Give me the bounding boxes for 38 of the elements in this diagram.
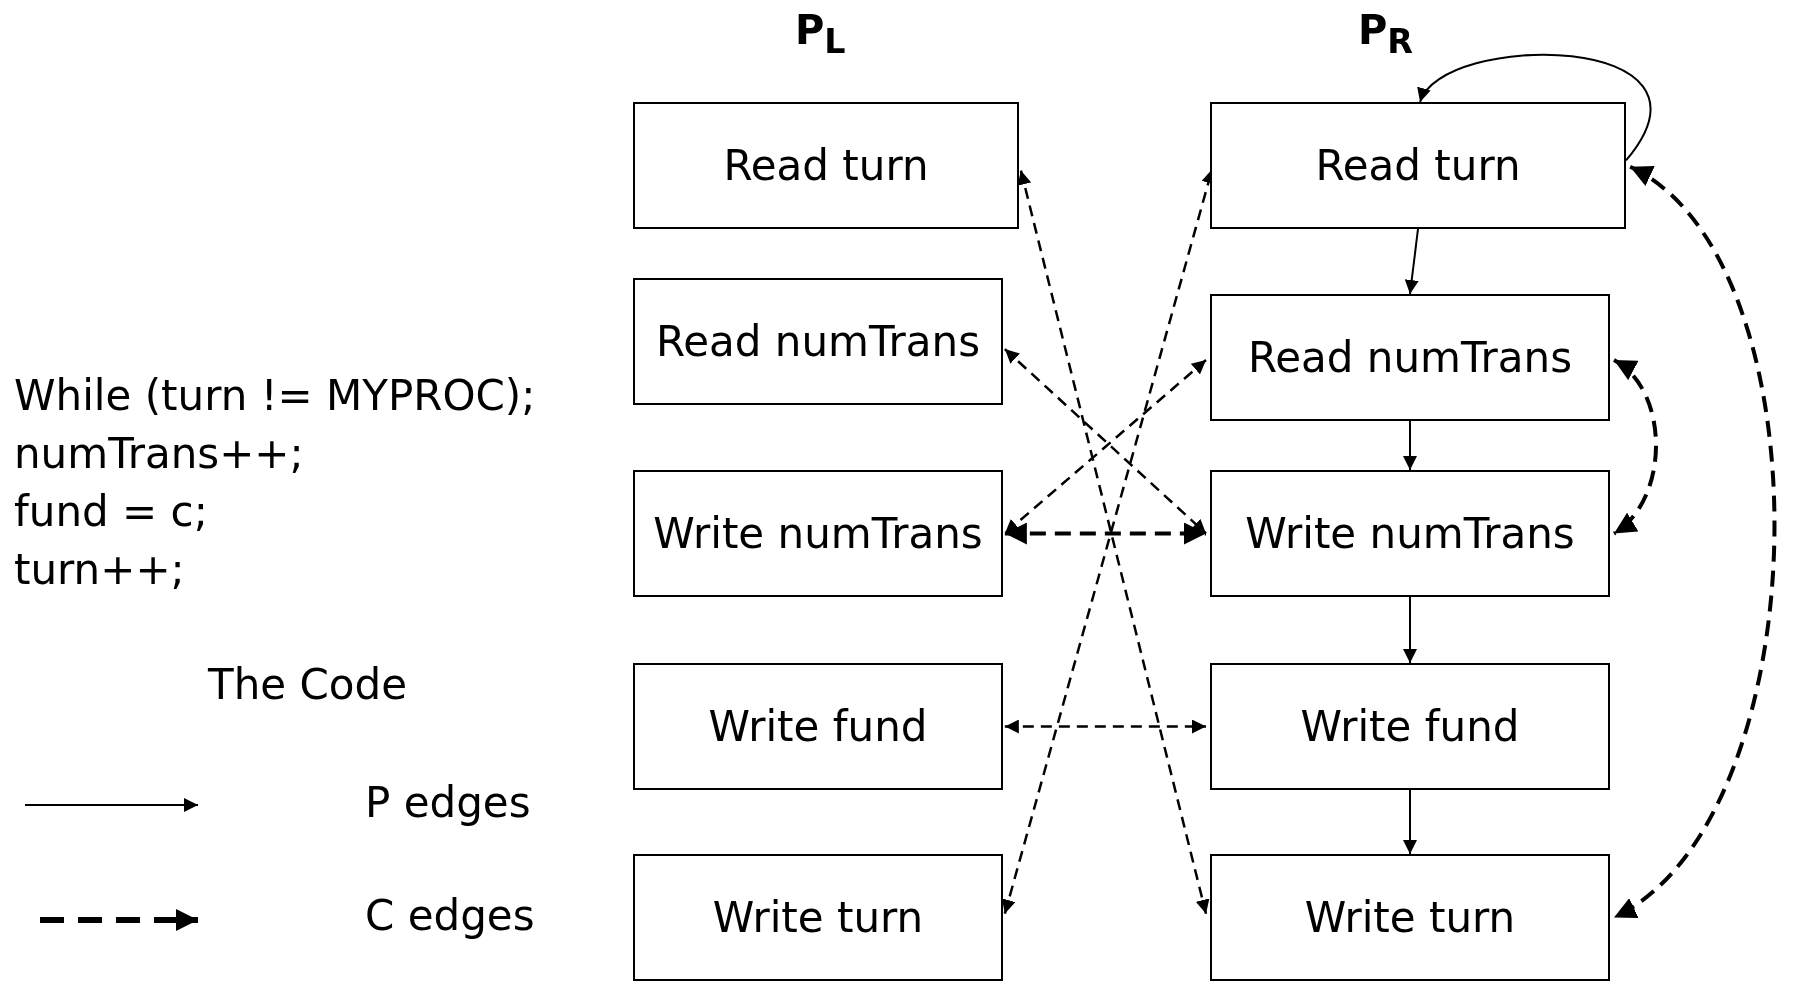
legend-label: C edges: [365, 893, 535, 940]
box-label: Read turn: [1315, 141, 1521, 190]
process-box: [633, 663, 1003, 790]
box-label: Write turn: [712, 893, 924, 942]
process-box: [633, 470, 1003, 597]
arrow: [1404, 228, 1419, 295]
process-box: [1210, 854, 1610, 981]
process-box: [633, 102, 1019, 229]
arrow: [1403, 789, 1417, 855]
legend-label: P edges: [365, 780, 531, 827]
process-box: [1210, 470, 1610, 597]
code-line: fund = c;: [14, 489, 208, 536]
double-arrow: [1612, 358, 1658, 536]
box-label: Read numTrans: [1248, 333, 1572, 382]
box-label: Read turn: [723, 141, 929, 190]
double-arrow: [1004, 522, 1206, 545]
box-label: Write numTrans: [653, 509, 983, 558]
column-heading: P$_{L}$: [795, 8, 846, 61]
process-box: [633, 854, 1003, 981]
arrow: [1403, 596, 1417, 664]
double-arrow: [1004, 719, 1206, 734]
arrow: [1419, 53, 1652, 162]
process-box: [1210, 102, 1626, 229]
box-label: Write fund: [708, 702, 928, 751]
double-arrow: [1612, 165, 1777, 920]
code-line: While (turn != MYPROC);: [14, 373, 536, 420]
arrow: [1403, 420, 1417, 471]
caption-text: The Code: [208, 662, 407, 709]
code-line: turn++;: [14, 547, 185, 594]
process-box: [633, 278, 1003, 405]
box-label: Write numTrans: [1245, 509, 1575, 558]
box-label: Write fund: [1300, 702, 1520, 751]
code-line: numTrans++;: [14, 431, 304, 478]
column-heading: P$_{R}$: [1358, 8, 1413, 61]
box-label: Read numTrans: [656, 317, 980, 366]
process-box: [1210, 663, 1610, 790]
box-label: Write turn: [1304, 893, 1516, 942]
process-box: [1210, 294, 1610, 421]
